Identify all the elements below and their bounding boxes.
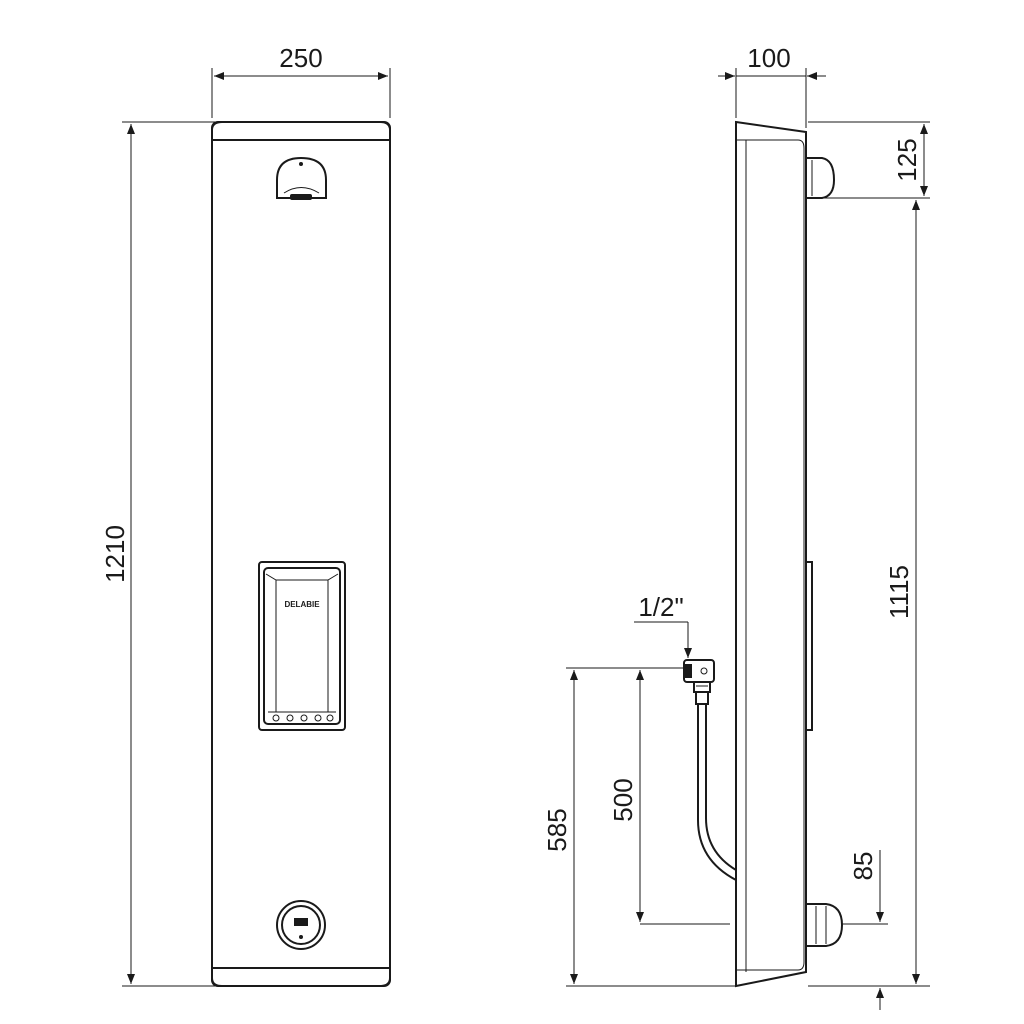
dim-side-depth: 100 bbox=[718, 43, 826, 128]
temperature-knob bbox=[276, 900, 326, 950]
dim-bottom-fitting: 85 bbox=[842, 850, 888, 1010]
dim-inlet-height: 585 bbox=[542, 667, 736, 987]
svg-text:85: 85 bbox=[848, 852, 878, 881]
side-view: 100 125 1115 1/2" 585 bbox=[542, 43, 930, 1010]
dim-head-height: 1115 bbox=[808, 200, 930, 987]
front-top-cap bbox=[211, 121, 391, 141]
svg-text:1115: 1115 bbox=[884, 565, 914, 619]
push-button-box: DELABIE bbox=[258, 561, 346, 731]
brand-logo: DELABIE bbox=[284, 600, 320, 609]
dim-inlet-size: 1/2" bbox=[634, 592, 692, 658]
front-panel bbox=[211, 121, 391, 987]
front-bottom-cap bbox=[211, 967, 391, 987]
dim-front-width: 250 bbox=[211, 43, 391, 118]
svg-text:100: 100 bbox=[747, 43, 790, 73]
water-inlet-hose bbox=[683, 659, 737, 881]
shower-head bbox=[276, 156, 327, 200]
side-bottom-valve bbox=[806, 903, 844, 947]
svg-text:1/2": 1/2" bbox=[638, 592, 683, 622]
dim-inlet-to-pipe: 500 bbox=[608, 670, 730, 925]
svg-text:125: 125 bbox=[892, 138, 922, 181]
front-view: DELABIE 250 1210 bbox=[100, 43, 391, 987]
svg-text:250: 250 bbox=[279, 43, 322, 73]
side-shower-head bbox=[806, 157, 836, 199]
svg-text:500: 500 bbox=[608, 778, 638, 821]
svg-text:585: 585 bbox=[542, 808, 572, 851]
dim-front-height: 1210 bbox=[100, 121, 215, 987]
dim-top-head: 125 bbox=[808, 121, 930, 199]
side-push-button bbox=[805, 561, 813, 731]
svg-text:1210: 1210 bbox=[100, 525, 130, 583]
